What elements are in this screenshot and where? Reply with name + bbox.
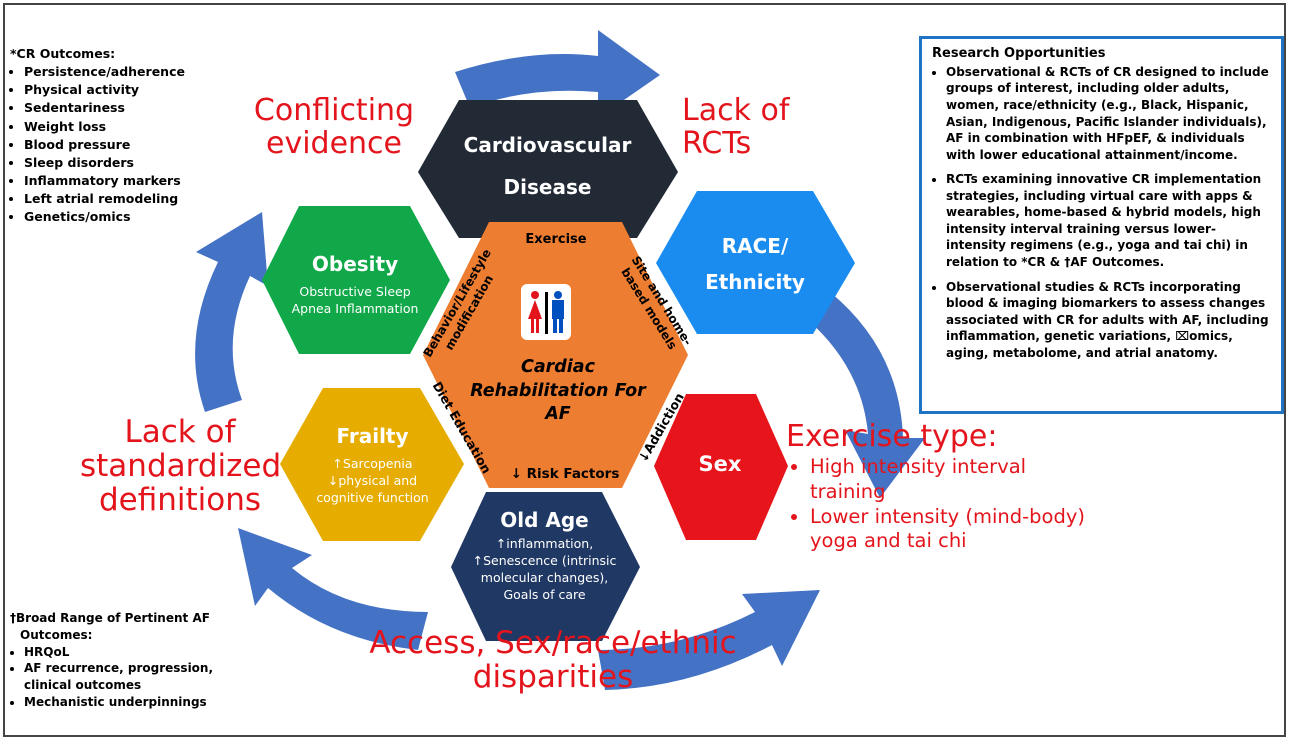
cr-outcomes-box: *CR Outcomes: Persistence/adherence Phys… — [10, 45, 220, 226]
sex-label: Sex — [698, 452, 742, 476]
center-risk-label: ↓ Risk Factors — [510, 466, 620, 482]
arrow-bottom-left — [238, 528, 428, 650]
cr-outcomes-title: *CR Outcomes: — [10, 46, 116, 61]
frailty-box: Frailty ↑Sarcopenia ↓physical and cognit… — [305, 424, 440, 507]
cr-outcome-item: Sleep disorders — [24, 154, 220, 172]
old-age-box: Old Age ↑inflammation, ↑Senescence (intr… — [472, 508, 617, 604]
cr-outcomes-list: Persistence/adherence Physical activity … — [10, 63, 220, 226]
cr-outcome-item: Inflammatory markers — [24, 172, 220, 190]
arrow-bottom-right — [598, 590, 820, 690]
hexagon-race-ethnicity — [656, 191, 855, 334]
af-outcomes-list: HRQoL AF recurrence, progression, clinic… — [10, 644, 225, 711]
af-outcome-item: Mechanistic underpinnings — [24, 694, 225, 711]
hexagon-old-age — [451, 492, 640, 641]
af-outcomes-title-2: Outcomes: — [20, 627, 93, 642]
obesity-box: Obesity Obstructive Sleep Apnea Inflamma… — [290, 252, 420, 318]
af-outcome-item: HRQoL — [24, 644, 225, 661]
research-item: Observational studies & RCTs incorporati… — [946, 279, 1271, 362]
hexagon-center — [423, 222, 688, 488]
figure-border — [3, 3, 1286, 737]
research-opportunities-box: Research Opportunities Observational & R… — [919, 36, 1284, 414]
arrow-top — [455, 30, 660, 118]
frailty-subtitle: ↑Sarcopenia ↓physical and cognitive func… — [316, 456, 429, 505]
obesity-subtitle: Obstructive Sleep Apnea Inflammation — [291, 284, 419, 316]
obesity-title: Obesity — [311, 252, 399, 276]
lack-of-rcts-label: Lack of RCTs — [682, 93, 790, 161]
male-female-icon — [521, 284, 571, 340]
af-outcomes-title: †Broad Range of Pertinent AF — [10, 611, 210, 625]
cr-outcome-item: Physical activity — [24, 81, 220, 99]
exercise-type-item: High intensity interval training — [810, 455, 1106, 505]
research-item: RCTs examining innovative CR implementat… — [946, 171, 1271, 270]
cr-outcome-item: Left atrial remodeling — [24, 190, 220, 208]
hexagon-cardiovascular — [418, 100, 678, 238]
center-exercise-label: Exercise — [525, 232, 587, 247]
af-outcomes-box: †Broad Range of Pertinent AF Outcomes: H… — [10, 610, 225, 711]
lack-standardized-label: Lack of standardized definitions — [80, 414, 282, 519]
exercise-type-list: High intensity interval training Lower i… — [786, 455, 1106, 554]
frailty-title: Frailty — [336, 424, 409, 448]
exercise-type-title: Exercise type: — [786, 419, 998, 454]
old-age-title: Old Age — [500, 508, 589, 532]
cardiovascular-label: Cardiovascular Disease — [463, 133, 632, 199]
hexagon-frailty — [280, 388, 464, 541]
exercise-type-item: Lower intensity (mind-body) yoga and tai… — [810, 505, 1106, 555]
research-item: Observational & RCTs of CR designed to i… — [946, 64, 1271, 163]
hexagon-sex — [654, 394, 788, 540]
exercise-type-box: Exercise type: High intensity interval t… — [786, 420, 1106, 554]
race-ethnicity-label: RACE/ Ethnicity — [705, 234, 805, 294]
access-disparities-label: Access, Sex/race/ethnic disparities — [369, 625, 737, 696]
cr-outcome-item: Persistence/adherence — [24, 63, 220, 81]
old-age-subtitle: ↑inflammation, ↑Senescence (intrinsic mo… — [472, 536, 617, 602]
arrow-left — [195, 212, 268, 412]
center-title: Cardiac Rehabilitation For AF — [470, 357, 646, 425]
af-outcome-item: AF recurrence, progression, clinical out… — [24, 660, 225, 694]
arrow-right — [808, 292, 925, 498]
research-list: Observational & RCTs of CR designed to i… — [932, 64, 1271, 361]
conflicting-evidence-label: Conflicting evidence — [253, 93, 415, 161]
cr-outcome-item: Genetics/omics — [24, 208, 220, 226]
cr-outcome-item: Blood pressure — [24, 136, 220, 154]
research-title: Research Opportunities — [932, 46, 1106, 61]
hexagon-obesity — [262, 206, 450, 354]
cr-outcome-item: Weight loss — [24, 118, 220, 136]
cr-outcome-item: Sedentariness — [24, 99, 220, 117]
